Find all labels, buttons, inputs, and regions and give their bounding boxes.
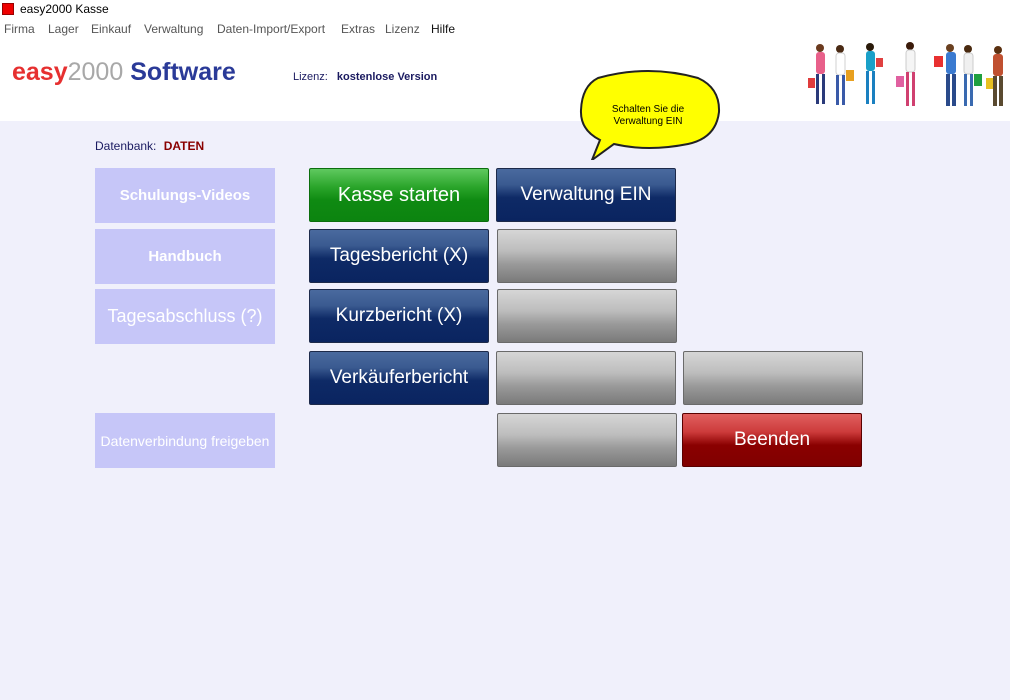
menu-firma[interactable]: Firma xyxy=(4,22,35,36)
menu-daten-import-export[interactable]: Daten-Import/Export xyxy=(217,22,326,36)
database-label: Datenbank: xyxy=(95,139,157,153)
menu-lager[interactable]: Lager xyxy=(48,22,79,36)
menu-lizenz[interactable]: Lizenz xyxy=(385,22,420,36)
daily-closing-button[interactable]: Tagesabschluss (?) xyxy=(95,289,275,344)
shoppers-image xyxy=(808,42,1003,106)
menu-extras[interactable]: Extras xyxy=(341,22,376,36)
window-titlebar: easy2000 Kasse xyxy=(0,0,1010,19)
daily-report-button[interactable]: Tagesbericht (X) xyxy=(309,229,489,283)
seller-report-button[interactable]: Verkäuferbericht xyxy=(309,351,489,405)
menu-bar: Firma Lager Einkauf Verwaltung Daten-Imp… xyxy=(0,19,1010,40)
data-connection-release-button[interactable]: Datenverbindung freigeben xyxy=(95,413,275,468)
exit-label: Beenden xyxy=(733,429,811,450)
disabled-button-2 xyxy=(497,289,677,343)
short-report-label: Kurzbericht (X) xyxy=(335,305,463,326)
training-videos-button[interactable]: Schulungs-Videos xyxy=(95,168,275,223)
tooltip-bubble xyxy=(579,70,721,160)
menu-einkauf[interactable]: Einkauf xyxy=(91,22,132,36)
admin-on-label: Verwaltung EIN xyxy=(520,184,652,205)
license-label: Lizenz: xyxy=(293,71,328,83)
database-value: DATEN xyxy=(163,139,205,153)
license-value: kostenlose Version xyxy=(336,71,438,83)
disabled-button-4 xyxy=(497,413,677,467)
disabled-button-5 xyxy=(683,351,863,405)
app-logo: easy2000 Software xyxy=(12,58,236,86)
manual-button[interactable]: Handbuch xyxy=(95,229,275,284)
menu-hilfe[interactable]: Hilfe xyxy=(431,22,456,36)
tooltip-text: Schalten Sie die Verwaltung EIN xyxy=(611,104,685,127)
start-register-label: Kasse starten xyxy=(337,183,461,206)
exit-button[interactable]: Beenden xyxy=(682,413,862,467)
admin-on-button[interactable]: Verwaltung EIN xyxy=(496,168,676,222)
header: easy2000 Software Lizenz: kostenlose Ver… xyxy=(0,40,1010,121)
license-info: Lizenz: kostenlose Version xyxy=(293,71,437,83)
menu-verwaltung[interactable]: Verwaltung xyxy=(144,22,204,36)
app-icon xyxy=(2,3,14,15)
seller-report-label: Verkäuferbericht xyxy=(329,367,469,388)
disabled-button-1 xyxy=(497,229,677,283)
short-report-button[interactable]: Kurzbericht (X) xyxy=(309,289,489,343)
daily-report-label: Tagesbericht (X) xyxy=(329,245,469,266)
database-indicator: Datenbank: DATEN xyxy=(95,139,204,153)
window-title: easy2000 Kasse xyxy=(20,2,109,16)
disabled-button-3 xyxy=(496,351,676,405)
start-register-button[interactable]: Kasse starten xyxy=(309,168,489,222)
